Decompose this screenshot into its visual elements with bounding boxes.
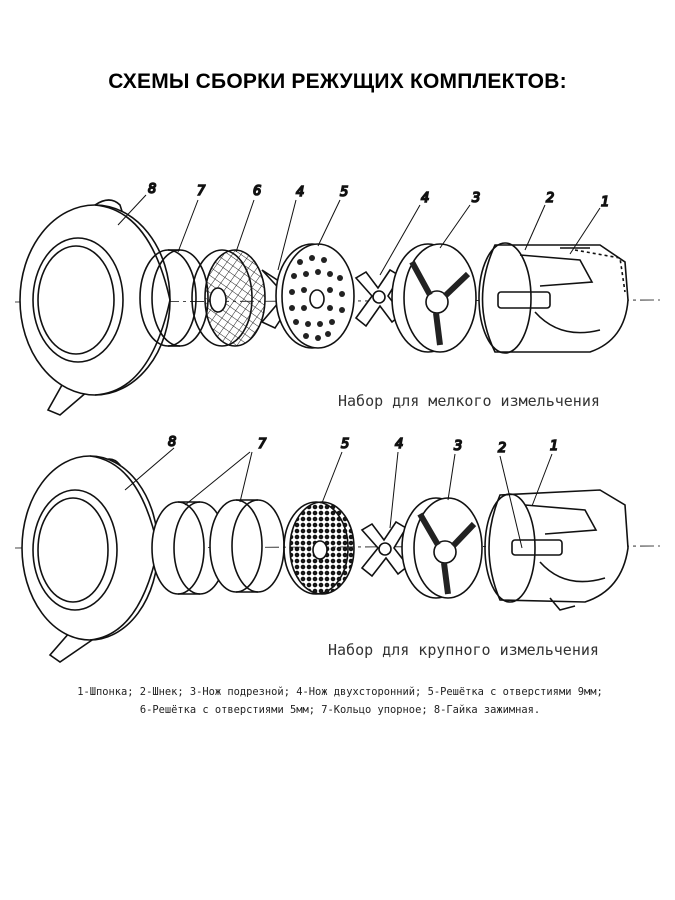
grid-9mm-2 [283,501,355,595]
caption-fine: Набор для мелкого измельчения [338,392,600,410]
stop-ring-b [209,499,285,593]
label-7: 7 [197,184,206,199]
label-6: 6 [253,184,261,199]
auger-housing [478,242,629,354]
legend-line-1: 1-Шпонка; 2-Шнек; 3-Нож подрезной; 4-Нож… [77,686,603,698]
auger-housing-2 [484,489,629,611]
label-1-2: 1 [550,439,558,454]
label-2-2: 2 [498,441,506,456]
diagram-coarse: 8 7 5 4 3 2 1 Набор для крупного измельч… [14,434,661,663]
label-4: 4 [296,185,304,200]
page-title: СХЕМЫ СБОРКИ РЕЖУЩИХ КОМПЛЕКТОВ: [108,70,567,93]
parts-legend: 1-Шпонка; 2-Шнек; 3-Нож подрезной; 4-Нож… [30,683,650,719]
label-4-2: 4 [395,437,403,452]
diagram-fine: 8 7 6 4 5 4 3 2 1 Набор для мелкого изме… [14,181,661,416]
double-knife-2 [360,520,410,578]
grid-5mm [191,249,266,347]
label-8: 8 [148,182,156,197]
legend-line-2: 6-Решётка с отверстиями 5мм; 7-Кольцо уп… [139,704,541,716]
grid-9mm [275,243,355,349]
label-3: 3 [472,191,480,206]
cutting-knife [391,243,477,353]
label-3-2: 3 [454,439,462,454]
label-8-2: 8 [168,435,176,450]
clamping-nut [19,199,171,416]
clamping-nut-2 [21,455,159,663]
label-2: 2 [546,191,554,206]
label-5: 5 [340,185,348,200]
label-1: 1 [601,195,609,210]
cutting-knife-2 [401,497,483,599]
label-4b: 4 [421,191,429,206]
caption-coarse: Набор для крупного измельчения [328,641,599,659]
label-7-2: 7 [258,437,267,452]
label-5-2: 5 [341,437,349,452]
